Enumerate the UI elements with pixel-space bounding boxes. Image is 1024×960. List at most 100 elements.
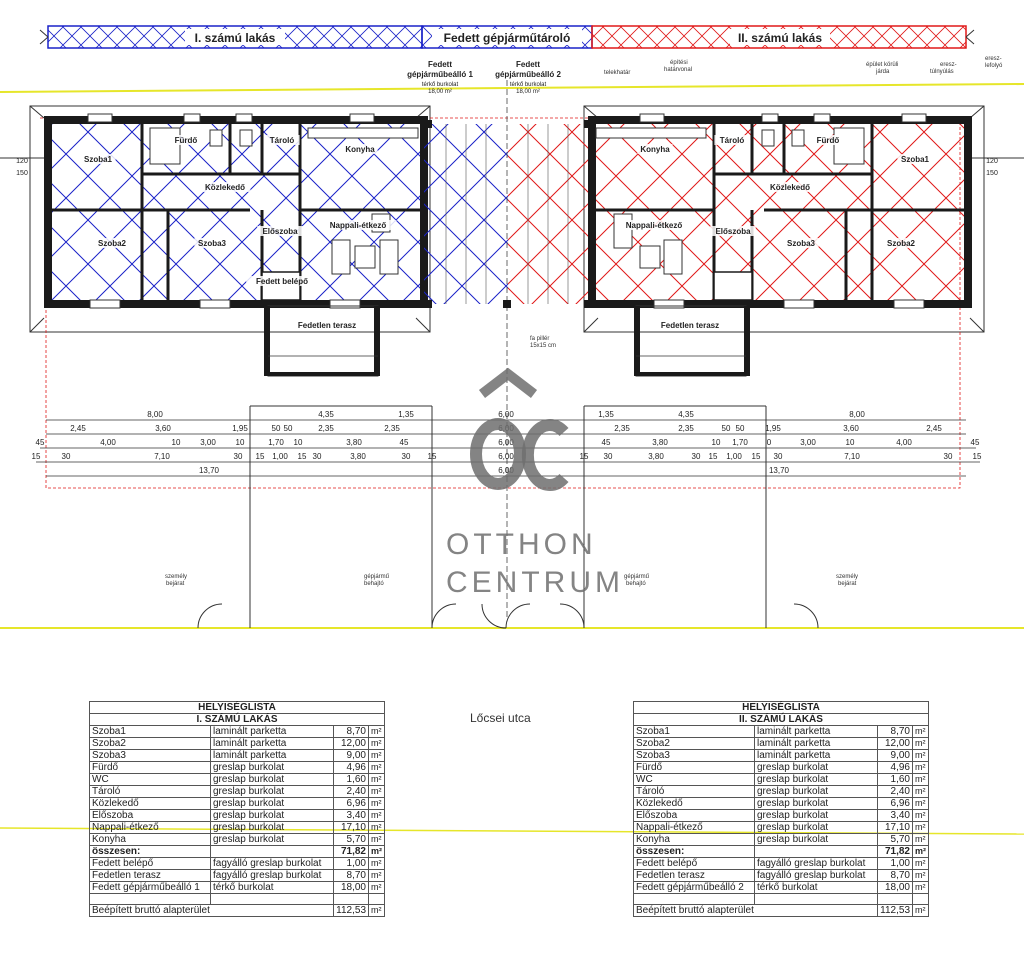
annotation-ereszt-l2: túlnyúlás xyxy=(930,69,954,75)
annotation-epitesi-l2: határvonal xyxy=(664,67,692,73)
dimension-label: 3,60 xyxy=(843,424,859,433)
dimension-label: 50 xyxy=(722,424,731,433)
room-label-bg xyxy=(286,320,368,330)
room-material: greslap burkolat xyxy=(754,809,878,822)
dimension-label: 6,00 xyxy=(498,410,514,419)
dimension-label: 1,35 xyxy=(398,410,414,419)
annotation-telekhatar: telekhatár xyxy=(604,70,630,76)
dimension-label: 10 xyxy=(294,438,303,447)
room-label-bg xyxy=(171,135,201,145)
room-material: greslap burkolat xyxy=(210,761,334,774)
area-unit: m² xyxy=(912,833,929,846)
dimension-label: 30 xyxy=(944,452,953,461)
dimension-label: 1,00 xyxy=(726,452,742,461)
dimension-label: 15 xyxy=(32,452,41,461)
area-unit: m² xyxy=(368,785,385,798)
extra-area: 8,70 xyxy=(333,869,369,882)
room-label: Tároló xyxy=(270,136,295,145)
room-area: 6,96 xyxy=(877,797,913,810)
room-label: Közlekedő xyxy=(205,183,245,192)
extra-material: térkő burkolat xyxy=(210,881,334,894)
area-unit: m² xyxy=(368,725,385,738)
room-name: Szoba3 xyxy=(89,749,211,762)
area-unit: m² xyxy=(912,761,929,774)
annotation-eresz: eresz- lefolyó xyxy=(985,56,1003,69)
dimension-label: 3,80 xyxy=(652,438,668,447)
watermark-logo xyxy=(470,367,569,491)
watermark-line2: CENTRUM xyxy=(446,566,624,599)
blank-cell xyxy=(89,893,211,905)
area-unit: m² xyxy=(368,761,385,774)
extra-area: 1,00 xyxy=(877,857,913,870)
room-name: Közlekedő xyxy=(89,797,211,810)
extra-material: fagyálló greslap burkolat xyxy=(210,869,334,882)
dimension-label: 30 xyxy=(62,452,71,461)
room-name: Fürdő xyxy=(633,761,755,774)
room-area: 8,70 xyxy=(333,725,369,738)
room-label: Tároló xyxy=(720,136,745,145)
annotation-gepjarmu-left-l1: gépjármű xyxy=(364,574,390,580)
room-label-bg xyxy=(883,238,919,248)
watermark-line1: OTTHON xyxy=(446,528,597,561)
dimension-label: 3,00 xyxy=(200,438,216,447)
room-name: WC xyxy=(89,773,211,786)
area-unit: m² xyxy=(912,797,929,810)
annotation-szemely-left-l1: személy xyxy=(165,574,187,580)
room-name: Szoba2 xyxy=(633,737,755,750)
dimension-label: 2,35 xyxy=(318,424,334,433)
annotation-gepjarmu-right-l2: behajtó xyxy=(626,581,646,587)
room-area: 3,40 xyxy=(333,809,369,822)
table-subtitle-row: II. SZÁMÚ LAKÁS xyxy=(633,713,929,726)
dimension-label: 50 xyxy=(272,424,281,433)
dimension-label: 6,00 xyxy=(498,452,514,461)
annotation-ereszt-l1: eresz- xyxy=(940,62,957,68)
annotation-gepjarmu-left: gépjármű behajtó xyxy=(364,574,391,587)
blank-cell xyxy=(877,893,913,905)
area-unit: m² xyxy=(368,749,385,762)
table-blank-row xyxy=(633,893,929,905)
annotation-szemely-left: személy bejárat xyxy=(165,574,189,587)
extra-name: Fedetlen terasz xyxy=(633,869,755,882)
room-label: Szoba3 xyxy=(787,239,816,248)
unit-right xyxy=(588,113,972,377)
area-unit: m² xyxy=(912,809,929,822)
room-name: Szoba1 xyxy=(89,725,211,738)
area-unit: m² xyxy=(368,821,385,834)
room-label: Előszoba xyxy=(262,227,298,236)
extra-name: Fedett gépjárműbeálló 1 xyxy=(89,881,211,894)
street-name: Lőcsei utca xyxy=(470,711,531,725)
area-unit: m² xyxy=(368,737,385,750)
dimension-label: 10 xyxy=(172,438,181,447)
room-label: Konyha xyxy=(640,145,670,154)
parking1-title1: Fedett xyxy=(428,60,452,69)
room-name: Előszoba xyxy=(633,809,755,822)
room-label-bg xyxy=(199,182,251,192)
room-name: Szoba1 xyxy=(633,725,755,738)
annotation-eresz-l1: eresz- xyxy=(985,56,1002,62)
unit-left xyxy=(44,113,428,377)
gates xyxy=(197,405,819,629)
dimension-label: 1,35 xyxy=(598,410,614,419)
side-dimension-label: 150 xyxy=(986,170,998,177)
dimension-label: 45 xyxy=(400,438,409,447)
dimension-label: 2,45 xyxy=(926,424,942,433)
area-unit: m² xyxy=(368,857,385,870)
total-value: 71,82 xyxy=(333,845,369,858)
area-unit: m² xyxy=(912,725,929,738)
room-material: greslap burkolat xyxy=(754,773,878,786)
area-unit: m² xyxy=(368,845,385,858)
dimension-label: 10 xyxy=(846,438,855,447)
annotation-epitesi: építési határvonal xyxy=(664,60,692,73)
dimension-label: 1,70 xyxy=(732,438,748,447)
annotation-szemely-left-l2: bejárat xyxy=(166,581,185,587)
dimension-label: 50 xyxy=(736,424,745,433)
dimension-label: 15 xyxy=(428,452,437,461)
room-label: Fedett belépő xyxy=(256,277,308,286)
room-label: Fürdő xyxy=(817,136,840,145)
room-label: Fedetlen terasz xyxy=(298,321,356,330)
